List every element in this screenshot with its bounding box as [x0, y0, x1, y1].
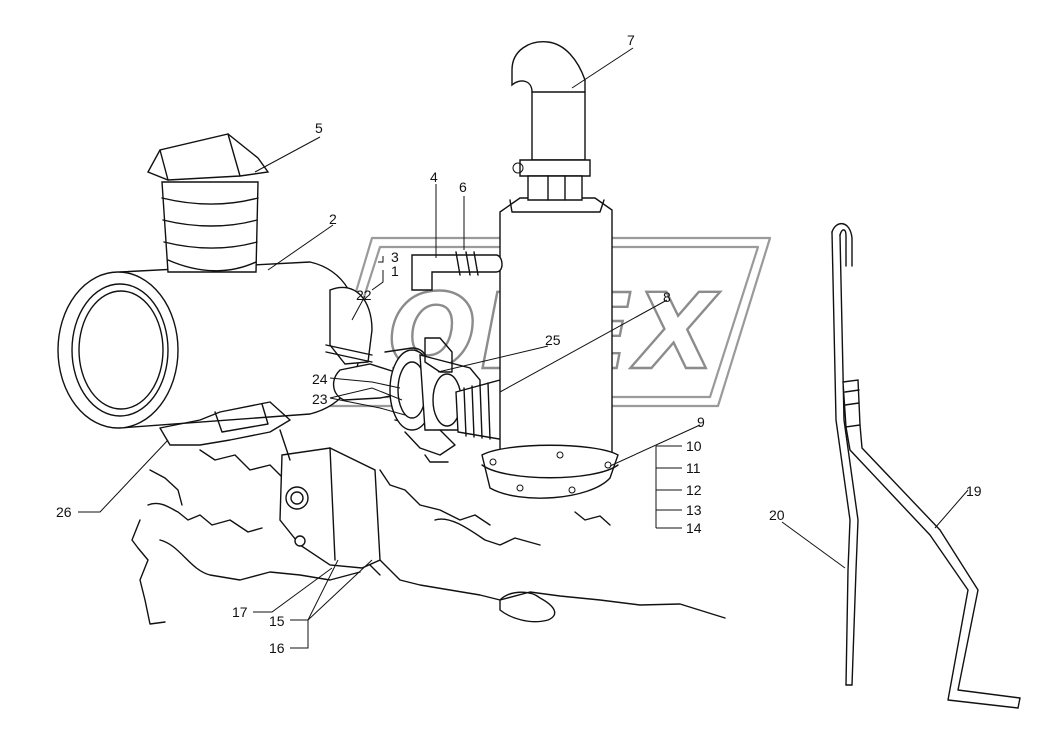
callout-11: 11	[686, 460, 701, 476]
callout-16: 16	[269, 640, 285, 656]
muffler	[481, 197, 619, 499]
callout-3: 3	[391, 249, 399, 265]
callout-5: 5	[315, 120, 323, 136]
engine-block	[131, 449, 726, 625]
hose	[842, 379, 1021, 709]
callout-2: 2	[329, 211, 337, 227]
callout-12: 12	[686, 482, 702, 498]
callout-17: 17	[232, 604, 248, 620]
callout-9: 9	[697, 414, 705, 430]
callout-19: 19	[966, 483, 982, 499]
callout-6: 6	[459, 179, 467, 195]
callout-4: 4	[430, 169, 438, 185]
callout-10: 10	[686, 438, 702, 454]
leader-lines	[78, 47, 969, 649]
callout-23: 23	[312, 391, 328, 407]
air-cleaner	[57, 133, 373, 446]
callout-14: 14	[686, 520, 702, 536]
exhaust-pipe	[511, 41, 591, 201]
callout-8: 8	[663, 289, 671, 305]
callout-13: 13	[686, 502, 702, 518]
callout-15: 15	[269, 613, 285, 629]
callout-22: 22	[356, 287, 372, 303]
small-pipe	[411, 251, 503, 291]
callout-25: 25	[545, 332, 561, 348]
dipstick-tube	[831, 223, 859, 686]
callout-20: 20	[769, 507, 785, 523]
callout-24: 24	[312, 371, 328, 387]
callout-1: 1	[391, 263, 399, 279]
callout-7: 7	[627, 32, 635, 48]
mounting-bracket	[279, 429, 381, 569]
callout-26: 26	[56, 504, 72, 520]
callout-labels: 7 5 2 4 6 3 1 22 8 25 24 23 9 10 11 12 1…	[56, 32, 982, 656]
